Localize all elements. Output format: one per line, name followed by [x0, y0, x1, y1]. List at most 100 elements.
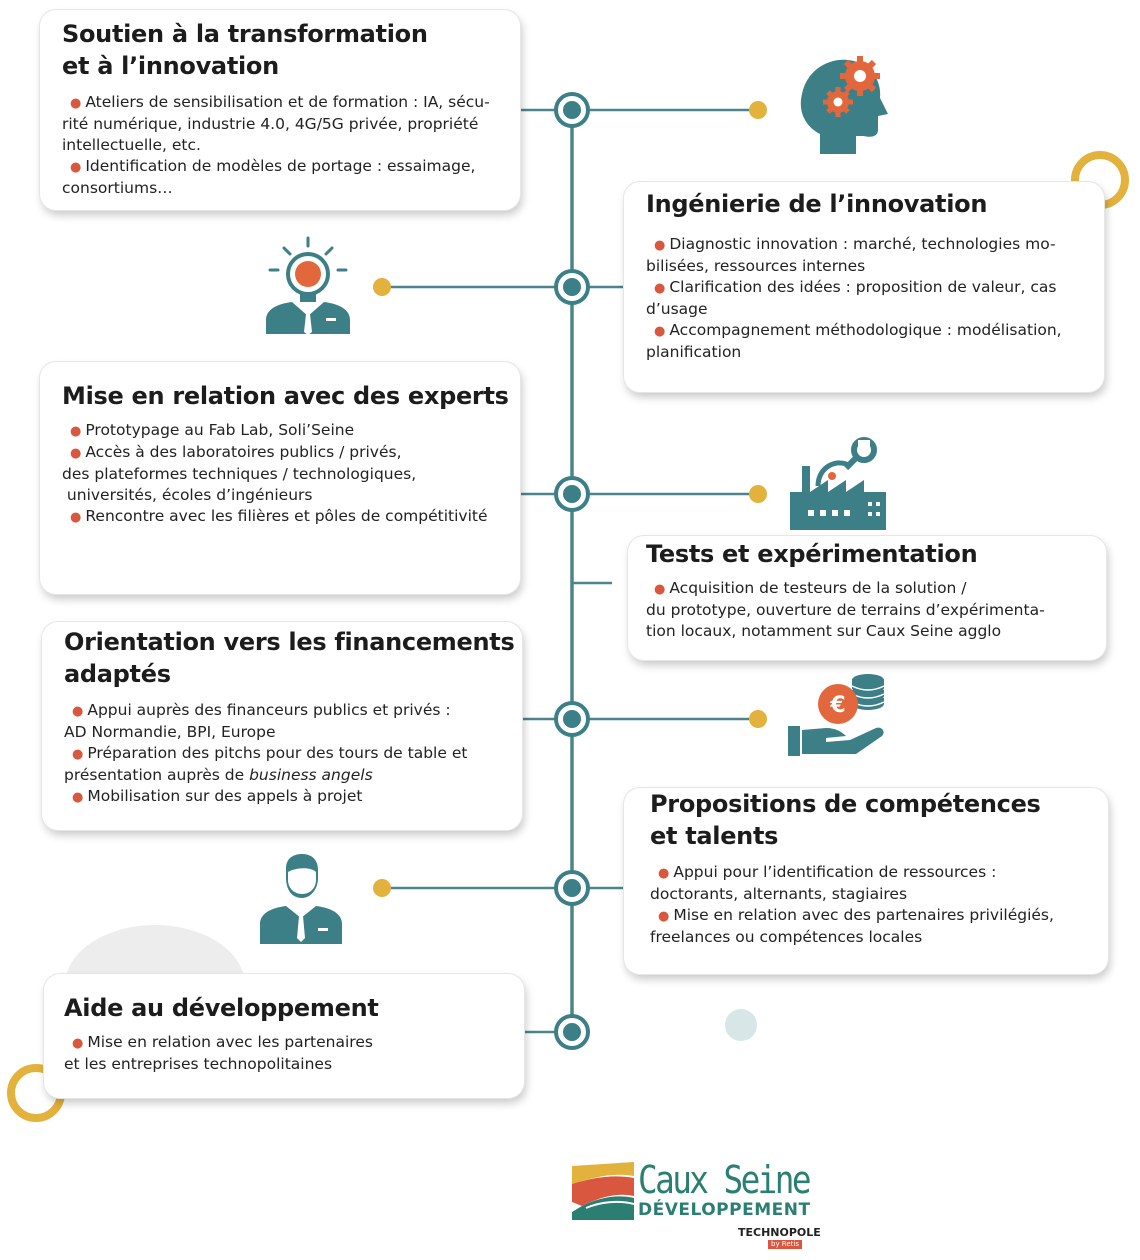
list-item-text: Mobilisation sur des appels à projet: [87, 787, 363, 805]
timeline-node: [554, 269, 590, 305]
bullet-dot: ●: [70, 96, 82, 111]
decor-pale-dot: [725, 1009, 757, 1041]
list-item-line: ●Rencontre avec les filières et pôles de…: [62, 506, 506, 528]
list-item: ●Rencontre avec les filières et pôles de…: [62, 506, 506, 528]
list-item-line: ●Identification de modèles de portage : …: [62, 156, 502, 178]
bullet-dot: ●: [654, 238, 666, 253]
list-item-line: planification: [646, 343, 742, 361]
list-item: ●Accès à des laboratoires publics / priv…: [62, 442, 506, 506]
card-list: ●Mise en relation avec les partenaires e…: [64, 1032, 510, 1075]
head-gears-icon: [800, 56, 888, 154]
list-item-line: des plateformes techniques / technologiq…: [62, 465, 417, 483]
bullet-dot: ●: [658, 866, 670, 881]
list-item: ●Mise en relation avec les partenaires e…: [64, 1032, 510, 1075]
list-item: ●Identification de modèles de portage : …: [62, 156, 502, 199]
list-item-line: doctorants, alternants, stagiaires: [650, 885, 908, 903]
list-item-line: intellectuelle, etc.: [62, 136, 201, 154]
list-item-line: ●Mobilisation sur des appels à projet: [64, 786, 508, 808]
logo-tag: by Retis: [768, 1240, 803, 1249]
logo-line1: Caux Seine: [638, 1158, 812, 1202]
card-list: ●Appui pour l’identification de ressourc…: [650, 862, 1094, 948]
list-item-text: Rencontre avec les filières et pôles de …: [85, 507, 488, 525]
list-item-line: AD Normandie, BPI, Europe: [64, 723, 276, 741]
bullet-dot: ●: [654, 582, 666, 597]
list-item-line: ●Mise en relation avec les partenaires: [64, 1032, 510, 1054]
list-item-line: ●Clarification des idées : proposition d…: [646, 277, 1090, 299]
list-item-text: Appui auprès des financeurs publics et p…: [87, 701, 451, 719]
list-item-line: ●Accès à des laboratoires publics / priv…: [62, 442, 506, 464]
logo-mark-icon: [572, 1162, 634, 1220]
list-item-line: du prototype, ouverture de terrains d’ex…: [646, 601, 1045, 619]
person-icon: [260, 854, 342, 944]
yellow-endpoints: [373, 101, 767, 897]
card-title-line: Orientation vers les financements: [64, 628, 515, 656]
bullet-dot: ●: [70, 424, 82, 439]
list-item-line: freelances ou compétences locales: [650, 928, 923, 946]
card-list: ●Acquisition de testeurs de la solution …: [646, 578, 1092, 642]
list-item-line: bilisées, ressources internes: [646, 257, 866, 275]
bullet-dot: ●: [72, 790, 84, 805]
svg-text:€: €: [829, 693, 845, 718]
list-item-text: Clarification des idées : proposition de…: [669, 278, 1057, 296]
card-title: Aide au développement: [64, 992, 510, 1024]
list-item-line: universités, écoles d’ingénieurs: [62, 486, 313, 504]
card-title: Tests et expérimentation: [646, 538, 1092, 570]
bullet-dot: ●: [654, 324, 666, 339]
list-item: ●Appui auprès des financeurs publics et …: [64, 700, 508, 743]
card-orientation-financements: Orientation vers les financements adapté…: [42, 622, 522, 830]
bullet-dot: ●: [654, 281, 666, 296]
card-title-line: Aide au développement: [64, 994, 379, 1022]
list-item-text: Mise en relation avec les partenaires: [87, 1033, 373, 1051]
caux-seine-logo: Caux Seine DÉVELOPPEMENT TECHNOPOLE by R…: [572, 1158, 821, 1258]
logo-line3: TECHNOPOLE: [738, 1226, 821, 1239]
card-title-line: et à l’innovation: [62, 52, 279, 80]
bullet-dot: ●: [72, 1036, 84, 1051]
factory-icon: [790, 437, 886, 530]
card-title-line: et talents: [650, 822, 779, 850]
timeline-node: [554, 476, 590, 512]
timeline-node: [554, 701, 590, 737]
bullet-dot: ●: [72, 747, 84, 762]
card-title-line: Mise en relation avec des experts: [62, 382, 509, 410]
list-item-line: et les entreprises technopolitaines: [64, 1055, 333, 1073]
timeline-nodes: [554, 92, 590, 1050]
list-item-text: Mise en relation avec des partenaires pr…: [673, 906, 1054, 924]
card-aide-developpement: Aide au développement ●Mise en relation …: [44, 974, 524, 1098]
list-item-line: ●Diagnostic innovation : marché, technol…: [646, 234, 1090, 256]
card-competences-talents: Propositions de compétences et talents ●…: [624, 788, 1108, 974]
list-item-text: présentation auprès de: [64, 766, 250, 784]
list-item-line: ●Mise en relation avec des partenaires p…: [650, 905, 1094, 927]
list-item-text: Accompagnement méthodologique : modélisa…: [669, 321, 1062, 339]
card-list: ●Diagnostic innovation : marché, technol…: [646, 234, 1090, 363]
bullet-dot: ●: [72, 704, 84, 719]
list-item: ●Accompagnement méthodologique : modélis…: [646, 320, 1090, 363]
card-title-line: Ingénierie de l’innovation: [646, 190, 988, 218]
bullet-dot: ●: [658, 909, 670, 924]
italic-fragment: business angels: [249, 766, 373, 784]
card-list: ●Prototypage au Fab Lab, Soli’Seine ●Acc…: [62, 420, 506, 528]
list-item-text: Prototypage au Fab Lab, Soli’Seine: [85, 421, 355, 439]
list-item-line: ●Prototypage au Fab Lab, Soli’Seine: [62, 420, 506, 442]
connector-lines: [382, 108, 758, 1034]
card-list: ●Appui auprès des financeurs publics et …: [64, 700, 508, 808]
list-item: ●Mobilisation sur des appels à projet: [64, 786, 508, 808]
list-item: ●Préparation des pitchs pour des tours d…: [64, 743, 508, 786]
bullet-dot: ●: [70, 160, 82, 175]
card-tests-experimentation: Tests et expérimentation ●Acquisition de…: [628, 536, 1106, 660]
card-title-line: Soutien à la transformation: [62, 20, 428, 48]
card-title-line: Propositions de compétences: [650, 790, 1041, 818]
list-item-line: rité numérique, industrie 4.0, 4G/5G pri…: [62, 115, 479, 133]
list-item: ●Acquisition de testeurs de la solution …: [646, 578, 1092, 642]
list-item-line: consortiums…: [62, 179, 173, 197]
logo-line2: DÉVELOPPEMENT: [638, 1200, 811, 1220]
timeline-node: [554, 1014, 590, 1050]
list-item-text: Appui pour l’identification de ressource…: [673, 863, 997, 881]
card-title-line: adaptés: [64, 660, 171, 688]
money-hand-icon: €: [788, 674, 885, 756]
list-item-line: ●Accompagnement méthodologique : modélis…: [646, 320, 1090, 342]
list-item: ●Clarification des idées : proposition d…: [646, 277, 1090, 320]
card-title: Orientation vers les financements adapté…: [64, 626, 515, 690]
card-title: Mise en relation avec des experts: [62, 380, 509, 412]
timeline-node: [554, 92, 590, 128]
bullet-dot: ●: [70, 446, 82, 461]
